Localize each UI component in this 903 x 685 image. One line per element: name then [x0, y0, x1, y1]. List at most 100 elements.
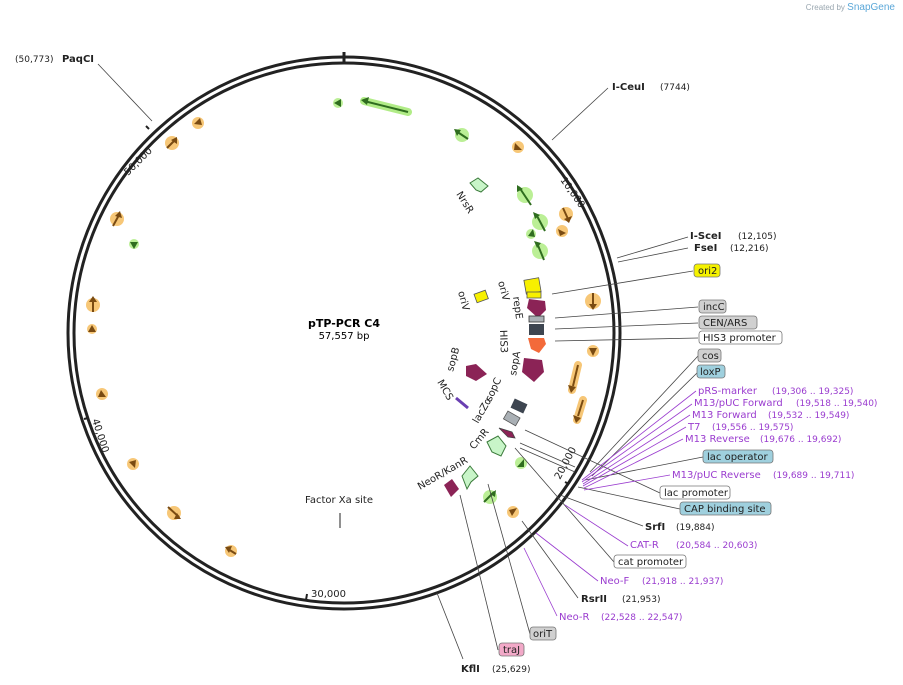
box-orit [529, 626, 557, 641]
primer-range-cat-r: (20,584 .. 20,603) [676, 541, 757, 551]
orf-arrow-green-3 [517, 185, 533, 206]
primer-leader-lines [523, 390, 697, 617]
primer-labels: pRS-marker (19,306 .. 19,325) M13/pUC Fo… [559, 386, 877, 623]
orf-arrow-green-8 [483, 490, 497, 504]
box-label-loxp: loxP [700, 367, 721, 378]
neor-kanr-arrow [461, 465, 479, 491]
orf-arrow-orange-11 [110, 211, 124, 227]
tick-20000 [564, 481, 570, 485]
boxed-feature-labels: ori2 incC CEN/ARS HIS3 promoter cos loxP… [498, 263, 783, 657]
orf-arrow-orange-14 [96, 388, 108, 400]
enzyme-name-i-scei: I-SceI [690, 231, 722, 242]
orf-arrow-orange-17 [225, 545, 237, 557]
label-neor-kanr: NeoR/KanR [416, 455, 470, 492]
box-label-cos: cos [702, 351, 719, 362]
mcs-feature [455, 396, 469, 410]
box-ori2 [693, 263, 721, 278]
plasmid-title: pTP-PCR C4 57,557 bp [308, 317, 380, 342]
neor-kanr-dark-segment [444, 479, 459, 497]
orf-arrow-orange-16 [167, 506, 181, 520]
primer-name-t7: T7 [687, 422, 700, 433]
his3-arrow [528, 338, 546, 353]
inc-c-feature [528, 315, 545, 323]
snapgene-credit: Created by SnapGene [806, 2, 895, 13]
enzyme-labels: (50,773) PaqCI I-CeuI (7744) I-SceI (12,… [15, 54, 777, 675]
enzyme-name-kfli: KflI [461, 664, 480, 675]
orf-arrow-orange-12 [86, 296, 100, 312]
box-label-orit: oriT [533, 629, 553, 640]
orf-arrows [86, 97, 601, 557]
enzyme-pos-i-scei: (12,105) [738, 232, 777, 242]
label-mcs: MCS [434, 378, 455, 403]
orf-arrow-orange-1 [512, 141, 524, 153]
label-nrsr: NrsR [453, 190, 475, 216]
box-cat-promoter [613, 554, 687, 569]
label-lacza: lacZα [471, 396, 495, 426]
box-incc [698, 299, 727, 314]
primer-range-m13-reverse: (19,676 .. 19,692) [760, 435, 841, 445]
label-oriv-1: oriV [455, 290, 471, 312]
box-lac-promoter [659, 485, 731, 500]
orf-arrow-orange-6 [568, 361, 582, 394]
orf-arrow-orange-8 [507, 506, 519, 518]
primer-name-cat-r: CAT-R [630, 540, 659, 551]
box-label-cat-promoter: cat promoter [618, 557, 684, 568]
cmr-arrow [486, 435, 507, 457]
repe-arrow [527, 299, 546, 318]
lac-operator-feature [502, 410, 521, 427]
box-cap-binding-site [679, 501, 772, 516]
primer-range-neo-r: (22,528 .. 22,547) [601, 613, 682, 623]
primer-name-m13-puc-forward: M13/pUC Forward [694, 398, 783, 409]
primer-range-m13-forward: (19,532 .. 19,549) [768, 411, 849, 421]
enzyme-pos-rsrii: (21,953) [622, 595, 661, 605]
lacza-arrow [498, 427, 516, 439]
label-sopa: sopA [508, 350, 523, 376]
label-oriv-2: oriV [495, 280, 511, 302]
primer-range-m13-puc-forward: (19,518 .. 19,540) [796, 399, 877, 409]
enzyme-name-srfi: SrfI [645, 522, 665, 533]
enzyme-pos-kfli: (25,629) [492, 665, 531, 675]
box-cos [697, 348, 722, 363]
cen-ars-feature [529, 324, 544, 335]
enzyme-pos-paqci: (50,773) [15, 55, 54, 65]
box-label-his3-promoter: HIS3 promoter [703, 333, 777, 344]
box-label-ori2: ori2 [698, 266, 717, 277]
box-label-incc: incC [703, 302, 725, 313]
primer-range-prs-marker: (19,306 .. 19,325) [772, 387, 853, 397]
named-features [444, 177, 546, 497]
orf-arrow-orange-2 [559, 207, 573, 223]
box-label-traj: traJ [503, 645, 520, 656]
tick-40000 [83, 417, 89, 420]
orf-arrow-orange-7 [573, 396, 587, 424]
box-lac-operator [702, 449, 774, 464]
orf-arrow-green-1 [333, 98, 343, 108]
orf-arrow-green-9 [129, 239, 139, 249]
tick-50000 [145, 125, 150, 130]
orf-arrow-orange-10 [165, 136, 179, 150]
sopa-arrow [522, 358, 544, 382]
primer-name-m13-forward: M13 Forward [692, 410, 757, 421]
plasmid-length: 57,557 bp [319, 331, 370, 342]
primer-name-neo-f: Neo-F [600, 576, 630, 587]
box-his3-promoter [698, 330, 783, 345]
backbone [66, 52, 622, 611]
orf-arrow-orange-9 [192, 117, 204, 129]
orf-arrow-green-6 [532, 241, 548, 261]
primer-name-m13-reverse: M13 Reverse [685, 434, 750, 445]
orf-arrow-green-4 [532, 212, 548, 232]
tick-10000 [576, 197, 582, 201]
enzyme-name-i-ceui: I-CeuI [612, 82, 645, 93]
enzyme-pos-srfi: (19,884) [676, 523, 715, 533]
sopb-arrow [466, 364, 487, 381]
enzyme-name-rsrii: RsrII [581, 594, 607, 605]
label-repe: repE [510, 296, 524, 320]
orf-arrow-green-2 [454, 128, 469, 142]
primer-name-neo-r: Neo-R [559, 612, 590, 623]
snapgene-logo: SnapGene [847, 2, 895, 13]
tick-30000 [305, 593, 308, 601]
box-label-lac-promoter: lac promoter [664, 488, 729, 499]
oriv-feature-3 [526, 291, 542, 299]
enzyme-pos-i-ceui: (7744) [660, 83, 690, 93]
box-cen-ars [698, 315, 758, 330]
